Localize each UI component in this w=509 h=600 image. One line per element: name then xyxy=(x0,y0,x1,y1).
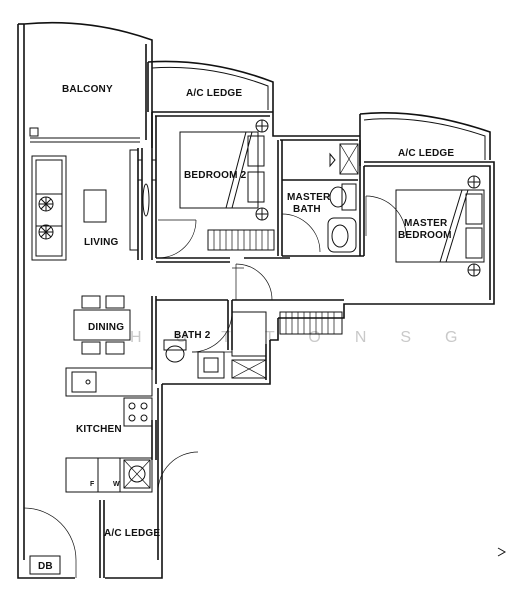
wardrobe xyxy=(279,311,343,335)
kitchen-fixtures xyxy=(65,367,153,493)
master-bedroom-furniture xyxy=(279,175,485,335)
toilet-tank xyxy=(341,183,357,211)
label-washer: W xyxy=(113,481,120,488)
label-living: LIVING xyxy=(84,237,119,248)
dining-table xyxy=(73,309,131,341)
label-db: DB xyxy=(38,561,53,572)
label-bedroom2: BEDROOM 2 xyxy=(184,170,247,181)
chair xyxy=(81,341,101,355)
coffee-table xyxy=(83,189,107,223)
toilet-icon xyxy=(165,345,185,363)
outer-walls xyxy=(17,21,495,579)
wardrobe xyxy=(207,229,275,251)
pillow xyxy=(247,135,265,167)
pillow xyxy=(247,171,265,203)
chair xyxy=(105,295,125,309)
label-master-bedroom-1: MASTER xyxy=(404,218,448,229)
chair xyxy=(105,341,125,355)
dining-furniture xyxy=(73,295,131,355)
sofa xyxy=(31,155,67,261)
sink xyxy=(71,371,97,393)
master-bath-fixtures xyxy=(327,143,359,253)
hob xyxy=(123,397,153,427)
utility-cabinet xyxy=(231,311,267,357)
label-fridge: F xyxy=(90,481,95,488)
label-master-bath-1: MASTER xyxy=(287,192,331,203)
edge-arrow-icon xyxy=(497,547,507,557)
room-labels: BALCONY A/C LEDGE A/C LEDGE BEDROOM 2 MA… xyxy=(38,84,454,572)
pillow xyxy=(465,193,483,225)
toilet-tank xyxy=(163,339,187,351)
label-ac-ledge-top: A/C LEDGE xyxy=(186,88,242,99)
toilet-icon xyxy=(329,186,347,208)
balcony-drain xyxy=(29,127,39,137)
watermark-text: HUTTONSG xyxy=(130,329,491,346)
db-box xyxy=(29,555,61,575)
basin xyxy=(327,217,357,253)
basin xyxy=(197,351,225,379)
label-ac-ledge-right: A/C LEDGE xyxy=(398,148,454,159)
label-ac-ledge-bottom: A/C LEDGE xyxy=(104,528,160,539)
chair xyxy=(81,295,101,309)
doors xyxy=(23,195,407,578)
bed-bedroom2 xyxy=(179,131,259,209)
label-balcony: BALCONY xyxy=(62,84,113,95)
tv-console xyxy=(129,149,139,251)
kitchen-counter xyxy=(65,367,153,397)
pillow xyxy=(465,227,483,259)
washer-icon xyxy=(123,459,151,489)
living-furniture xyxy=(31,149,150,261)
label-bath2: BATH 2 xyxy=(174,330,211,341)
bath2-fixtures xyxy=(163,311,267,379)
bedroom2-furniture xyxy=(179,119,275,251)
label-master-bedroom-2: BEDROOM xyxy=(398,230,452,241)
shower xyxy=(339,143,359,175)
lower-counter xyxy=(65,457,153,493)
interior-walls xyxy=(99,140,365,578)
shower xyxy=(231,359,267,379)
label-dining: DINING xyxy=(88,322,124,333)
label-kitchen: KITCHEN xyxy=(76,424,122,435)
label-master-bath-2: BATH xyxy=(293,204,321,215)
